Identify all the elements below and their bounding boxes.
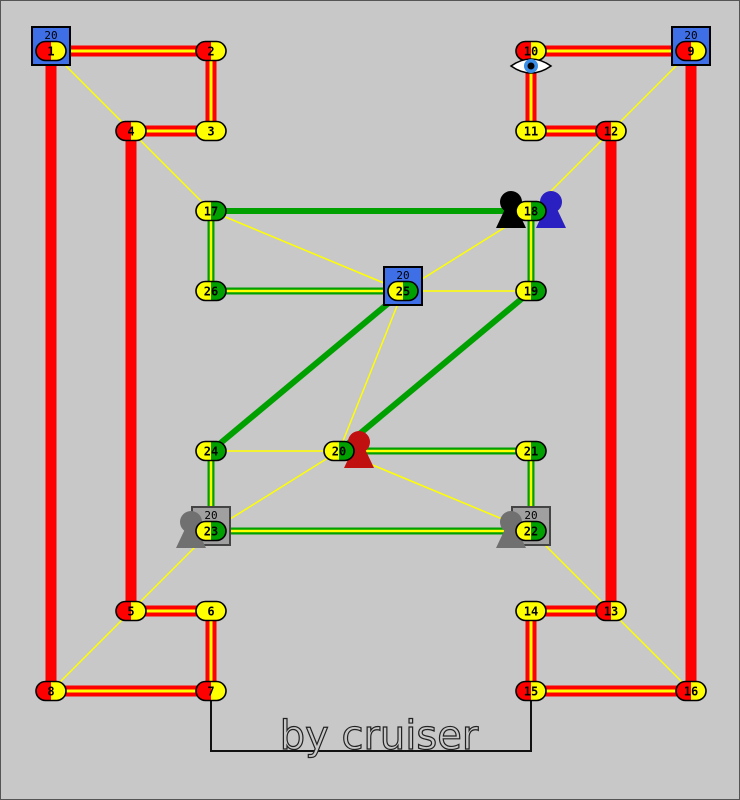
- edge-13-16[interactable]: [610, 610, 692, 692]
- node-1[interactable]: 1: [35, 40, 67, 62]
- node-19[interactable]: 19: [515, 280, 547, 302]
- edge-25-20[interactable]: [338, 290, 404, 452]
- node-25[interactable]: 25: [387, 280, 419, 302]
- node-label: 18: [524, 205, 538, 219]
- node-label: 13: [604, 605, 618, 619]
- node-14[interactable]: 14: [515, 600, 547, 622]
- node-label: 10: [524, 45, 538, 59]
- node-label: 1: [47, 45, 54, 59]
- node-17[interactable]: 17: [195, 200, 227, 222]
- node-16[interactable]: 16: [675, 680, 707, 702]
- node-label: 16: [684, 685, 698, 699]
- node-label: 24: [204, 445, 218, 459]
- node-label: 22: [524, 525, 538, 539]
- node-label: 3: [207, 125, 214, 139]
- edge-20-23[interactable]: [210, 450, 340, 532]
- node-22[interactable]: 22: [515, 520, 547, 542]
- node-label: 23: [204, 525, 218, 539]
- node-label: 4: [127, 125, 134, 139]
- node-7[interactable]: 7: [195, 680, 227, 702]
- node-15[interactable]: 15: [515, 680, 547, 702]
- markers-layer: [509, 58, 553, 74]
- node-label: 12: [604, 125, 618, 139]
- edge-17-25[interactable]: [210, 210, 404, 292]
- node-label: 9: [687, 45, 694, 59]
- node-26[interactable]: 26: [195, 280, 227, 302]
- node-label: 8: [47, 685, 54, 699]
- node-label: 11: [524, 125, 538, 139]
- node-11[interactable]: 11: [515, 120, 547, 142]
- node-4[interactable]: 4: [115, 120, 147, 142]
- node-label: 17: [204, 205, 218, 219]
- base-value: 20: [204, 509, 217, 522]
- credit-connector-line: [210, 691, 532, 752]
- base-value: 20: [524, 509, 537, 522]
- node-8[interactable]: 8: [35, 680, 67, 702]
- node-20[interactable]: 20: [323, 440, 355, 462]
- node-label: 26: [204, 285, 218, 299]
- node-10[interactable]: 10: [515, 40, 547, 62]
- node-label: 6: [207, 605, 214, 619]
- node-5[interactable]: 5: [115, 600, 147, 622]
- edges-layer: [45, 45, 697, 697]
- node-label: 2: [207, 45, 214, 59]
- node-2[interactable]: 2: [195, 40, 227, 62]
- node-9[interactable]: 9: [675, 40, 707, 62]
- node-21[interactable]: 21: [515, 440, 547, 462]
- eye-icon[interactable]: [509, 58, 553, 74]
- node-label: 20: [332, 445, 346, 459]
- node-label: 5: [127, 605, 134, 619]
- node-label: 7: [207, 685, 214, 699]
- base-value: 20: [684, 29, 697, 42]
- edge-25-24[interactable]: [209, 288, 405, 454]
- edge-19-20[interactable]: [337, 288, 533, 454]
- node-13[interactable]: 13: [595, 600, 627, 622]
- node-label: 14: [524, 605, 538, 619]
- node-label: 25: [396, 285, 410, 299]
- node-3[interactable]: 3: [195, 120, 227, 142]
- node-label: 21: [524, 445, 538, 459]
- node-6[interactable]: 6: [195, 600, 227, 622]
- node-18[interactable]: 18: [515, 200, 547, 222]
- node-label: 19: [524, 285, 538, 299]
- node-12[interactable]: 12: [595, 120, 627, 142]
- edge-4-17[interactable]: [130, 130, 212, 212]
- base-value: 20: [396, 269, 409, 282]
- credit-text: by cruiser: [280, 713, 479, 759]
- node-label: 15: [524, 685, 538, 699]
- node-24[interactable]: 24: [195, 440, 227, 462]
- base-value: 20: [44, 29, 57, 42]
- node-23[interactable]: 23: [195, 520, 227, 542]
- edge-5-8[interactable]: [50, 610, 132, 692]
